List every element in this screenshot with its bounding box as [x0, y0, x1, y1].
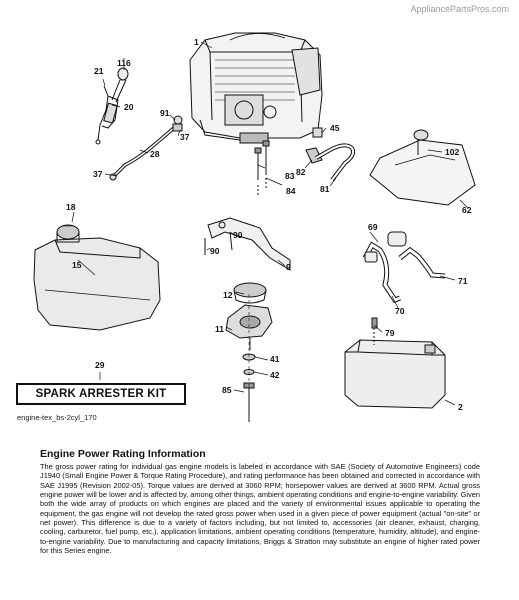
callout-20: 20 [124, 102, 134, 112]
watermark: AppliancePartsPros.com [410, 4, 509, 14]
clutch-assembly[interactable] [225, 282, 273, 350]
callout-84: 84 [286, 186, 296, 196]
callout-15: 15 [72, 260, 82, 270]
engine-drawing[interactable] [189, 32, 323, 144]
callout-42: 42 [270, 370, 280, 380]
callout-28: 28 [150, 149, 160, 159]
callout-45: 45 [330, 123, 340, 133]
leader-lines [71, 41, 469, 406]
fuel-line[interactable] [109, 115, 183, 181]
callout-90-right: 90 [233, 230, 243, 240]
callout-82: 82 [296, 167, 306, 177]
parts-diagram: 1 116 21 20 91 37 28 37 45 82 83 84 81 1… [33, 32, 476, 422]
exhaust-tubes[interactable] [362, 231, 446, 304]
mounting-bracket[interactable] [204, 217, 291, 271]
callout-91: 91 [160, 108, 170, 118]
callout-11: 11 [215, 324, 224, 334]
muffler[interactable] [344, 317, 446, 409]
info-body: The gross power rating for individual ga… [40, 462, 480, 556]
washers-bolt[interactable] [242, 294, 256, 422]
callout-37-upper: 37 [180, 132, 190, 142]
callout-29: 29 [95, 360, 105, 370]
info-title: Engine Power Rating Information [40, 448, 206, 460]
engine-cover[interactable] [369, 129, 476, 206]
callout-41: 41 [270, 354, 280, 364]
callout-79: 79 [385, 328, 395, 338]
callout-12: 12 [223, 290, 233, 300]
figure-id: engine-tex_bs-2cyl_170 [17, 413, 97, 422]
callout-18: 18 [66, 202, 76, 212]
callout-116: 116 [117, 58, 131, 68]
callout-37-lower: 37 [93, 169, 103, 179]
engine-bolts[interactable] [254, 140, 270, 195]
spark-arrester-kit-label: SPARK ARRESTER KIT [16, 383, 186, 405]
callout-69: 69 [368, 222, 378, 232]
oil-drain-assembly[interactable] [305, 127, 356, 182]
fuel-valve-assembly[interactable] [95, 67, 129, 145]
callout-83: 83 [285, 171, 295, 181]
callout-1: 1 [194, 37, 199, 47]
callout-81: 81 [320, 184, 330, 194]
callout-71: 71 [458, 276, 468, 286]
callout-70: 70 [395, 306, 405, 316]
callout-62: 62 [462, 205, 472, 215]
callout-85: 85 [222, 385, 232, 395]
kit-label-text: SPARK ARRESTER KIT [35, 388, 167, 400]
callout-102: 102 [445, 147, 459, 157]
fuel-tank[interactable] [33, 224, 161, 331]
callout-90-left: 90 [210, 246, 220, 256]
callout-21: 21 [94, 66, 104, 76]
callout-2: 2 [458, 402, 463, 412]
callout-9: 9 [286, 262, 291, 272]
